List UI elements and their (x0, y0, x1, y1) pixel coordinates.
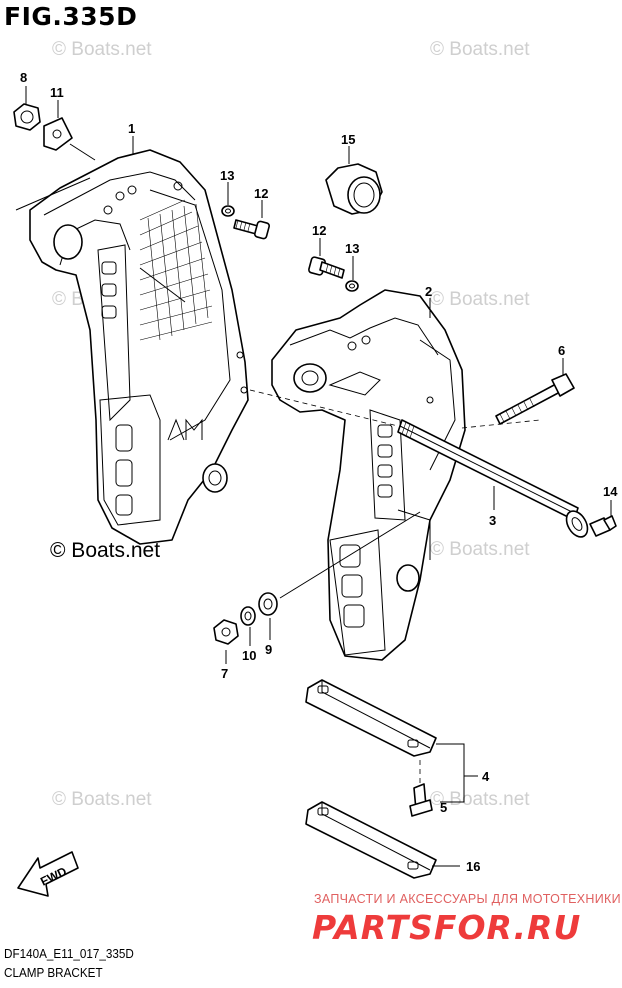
leader-line (15, 177, 91, 211)
pad-4-part (305, 679, 437, 757)
plate-11-part (43, 117, 73, 151)
clamp-bracket-right-part (271, 289, 466, 661)
bolt-thread-hatch (499, 398, 535, 423)
callout-13: 13 (345, 241, 359, 256)
callout-6: 6 (558, 343, 565, 358)
callout-15: 15 (341, 132, 355, 147)
shop-logo: PARTSFOR.RU (312, 908, 582, 947)
bolt-12-upper-part (233, 219, 270, 240)
callout-7: 7 (221, 666, 228, 681)
shaft-thread-hatch (397, 419, 415, 439)
nut-7-part (213, 619, 239, 645)
callout-10: 10 (242, 648, 256, 663)
bolt-12-lower-part (308, 256, 345, 279)
callout-leaders (25, 86, 612, 867)
callout-2: 2 (425, 284, 432, 299)
pad-16-part (305, 801, 437, 879)
callout-12: 12 (312, 223, 326, 238)
callout-16: 16 (466, 859, 480, 874)
callout-13: 13 (220, 168, 234, 183)
tilt-tube-part (249, 389, 589, 538)
bolt-6-part (495, 373, 575, 425)
callout-3: 3 (489, 513, 496, 528)
fwd-arrow-icon: FWD (17, 851, 79, 897)
callout-14: 14 (603, 484, 618, 499)
leader-line (279, 511, 421, 599)
callout-9: 9 (265, 642, 272, 657)
callout-8: 8 (20, 70, 27, 85)
callout-1: 1 (128, 121, 135, 136)
watermark: © Boats.net (52, 39, 152, 60)
leader-line (69, 143, 96, 161)
diagram-name: CLAMP BRACKET (4, 965, 103, 980)
watermark: © Boats.net (430, 289, 530, 310)
washer-9-part (258, 592, 278, 616)
bolt-thread-hatch (235, 219, 251, 232)
clamp-bracket-left-part (29, 149, 249, 545)
watermark: © Boats.net (52, 789, 152, 810)
shop-tagline: ЗАПЧАСТИ И АКСЕССУАРЫ ДЛЯ МОТОТЕХНИКИ (314, 892, 621, 906)
screw-5-part (409, 760, 433, 817)
figure-title: FIG.335D (4, 2, 138, 31)
watermark: © Boats.net (430, 539, 530, 560)
cap-15-part (325, 163, 383, 215)
watermark-dark: © Boats.net (50, 539, 161, 562)
callout-numbers: 8 11 1 13 12 15 12 13 2 6 3 14 7 10 9 4 … (20, 70, 618, 874)
callout-5: 5 (440, 800, 447, 815)
callout-4: 4 (482, 769, 490, 784)
washer-13-upper-part (221, 205, 235, 217)
bolt-14-part (589, 515, 617, 537)
nut-8-part (13, 103, 41, 131)
callout-11: 11 (50, 85, 64, 100)
washer-10-part (240, 606, 256, 626)
washer-13-lower-part (345, 280, 359, 292)
bolt-thread-hatch (325, 263, 341, 277)
callout-12: 12 (254, 186, 268, 201)
diagram-code: DF140A_E11_017_335D (4, 946, 134, 961)
watermark: © Boats.net (430, 39, 530, 60)
watermark: © Boats.net (430, 789, 530, 810)
